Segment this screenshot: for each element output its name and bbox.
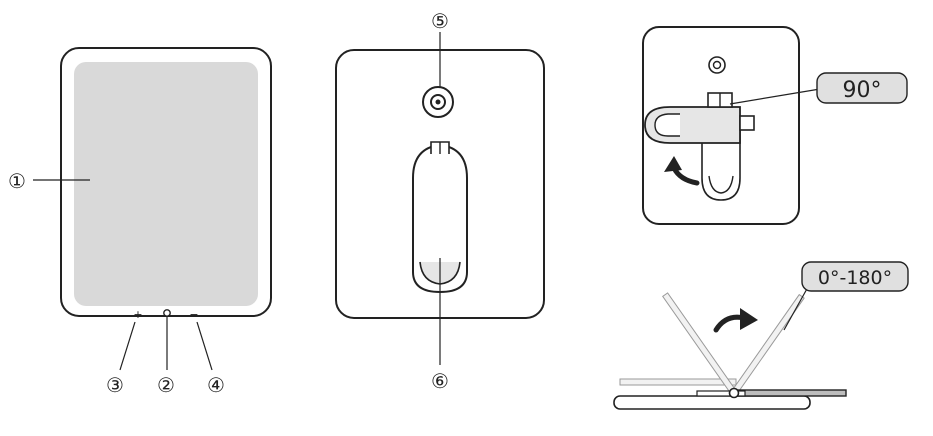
back-view: ⑤ ⑥	[335, 9, 545, 393]
tilt-base	[613, 395, 811, 410]
tilt-angle-label: 0°-180°	[818, 267, 892, 289]
tilt-stand-mount	[696, 390, 746, 397]
center-hub-callout: ⑤	[431, 9, 449, 33]
power-button	[163, 309, 171, 317]
rotation-angle-leader-line	[729, 88, 821, 105]
detail-stand-vertical	[701, 130, 741, 201]
rotation-angle-label: 90°	[843, 78, 882, 103]
plus-leader-line	[119, 321, 136, 371]
detail-hub-inner	[712, 60, 722, 70]
tilt-range-view: 0°-180°	[613, 261, 909, 410]
detail-stand-vertical-recess	[708, 175, 734, 194]
tilt-stand-flat	[737, 389, 847, 397]
kickstand-outline	[412, 143, 468, 294]
center-hub-dot	[435, 99, 441, 105]
plus-button-callout: ③	[106, 373, 124, 397]
screen-area	[74, 62, 258, 306]
minus-leader-line	[196, 321, 213, 371]
tilt-ghost-flat-left	[619, 378, 737, 386]
display-callout: ①	[8, 169, 26, 193]
plus-button-symbol: +	[133, 308, 142, 321]
tilt-arrow-icon	[713, 314, 747, 333]
rotation-detail: 90°	[642, 26, 908, 225]
minus-button-symbol: −	[189, 308, 198, 321]
rotation-arrowhead-icon	[664, 156, 682, 172]
rotation-angle-pill	[816, 72, 908, 104]
detail-stand-rotated-recess	[654, 113, 680, 137]
tilt-arrowhead-icon	[740, 308, 758, 330]
detail-side-tab	[739, 115, 755, 131]
tilt-angle-leader-line	[783, 286, 809, 331]
minus-button-callout: ④	[207, 373, 225, 397]
power-button-callout: ②	[157, 373, 175, 397]
kickstand-callout: ⑥	[431, 369, 449, 393]
front-view: ① + − ③ ② ④	[8, 47, 272, 397]
tilt-angle-pill	[801, 261, 909, 292]
tilt-hinge	[728, 387, 740, 399]
